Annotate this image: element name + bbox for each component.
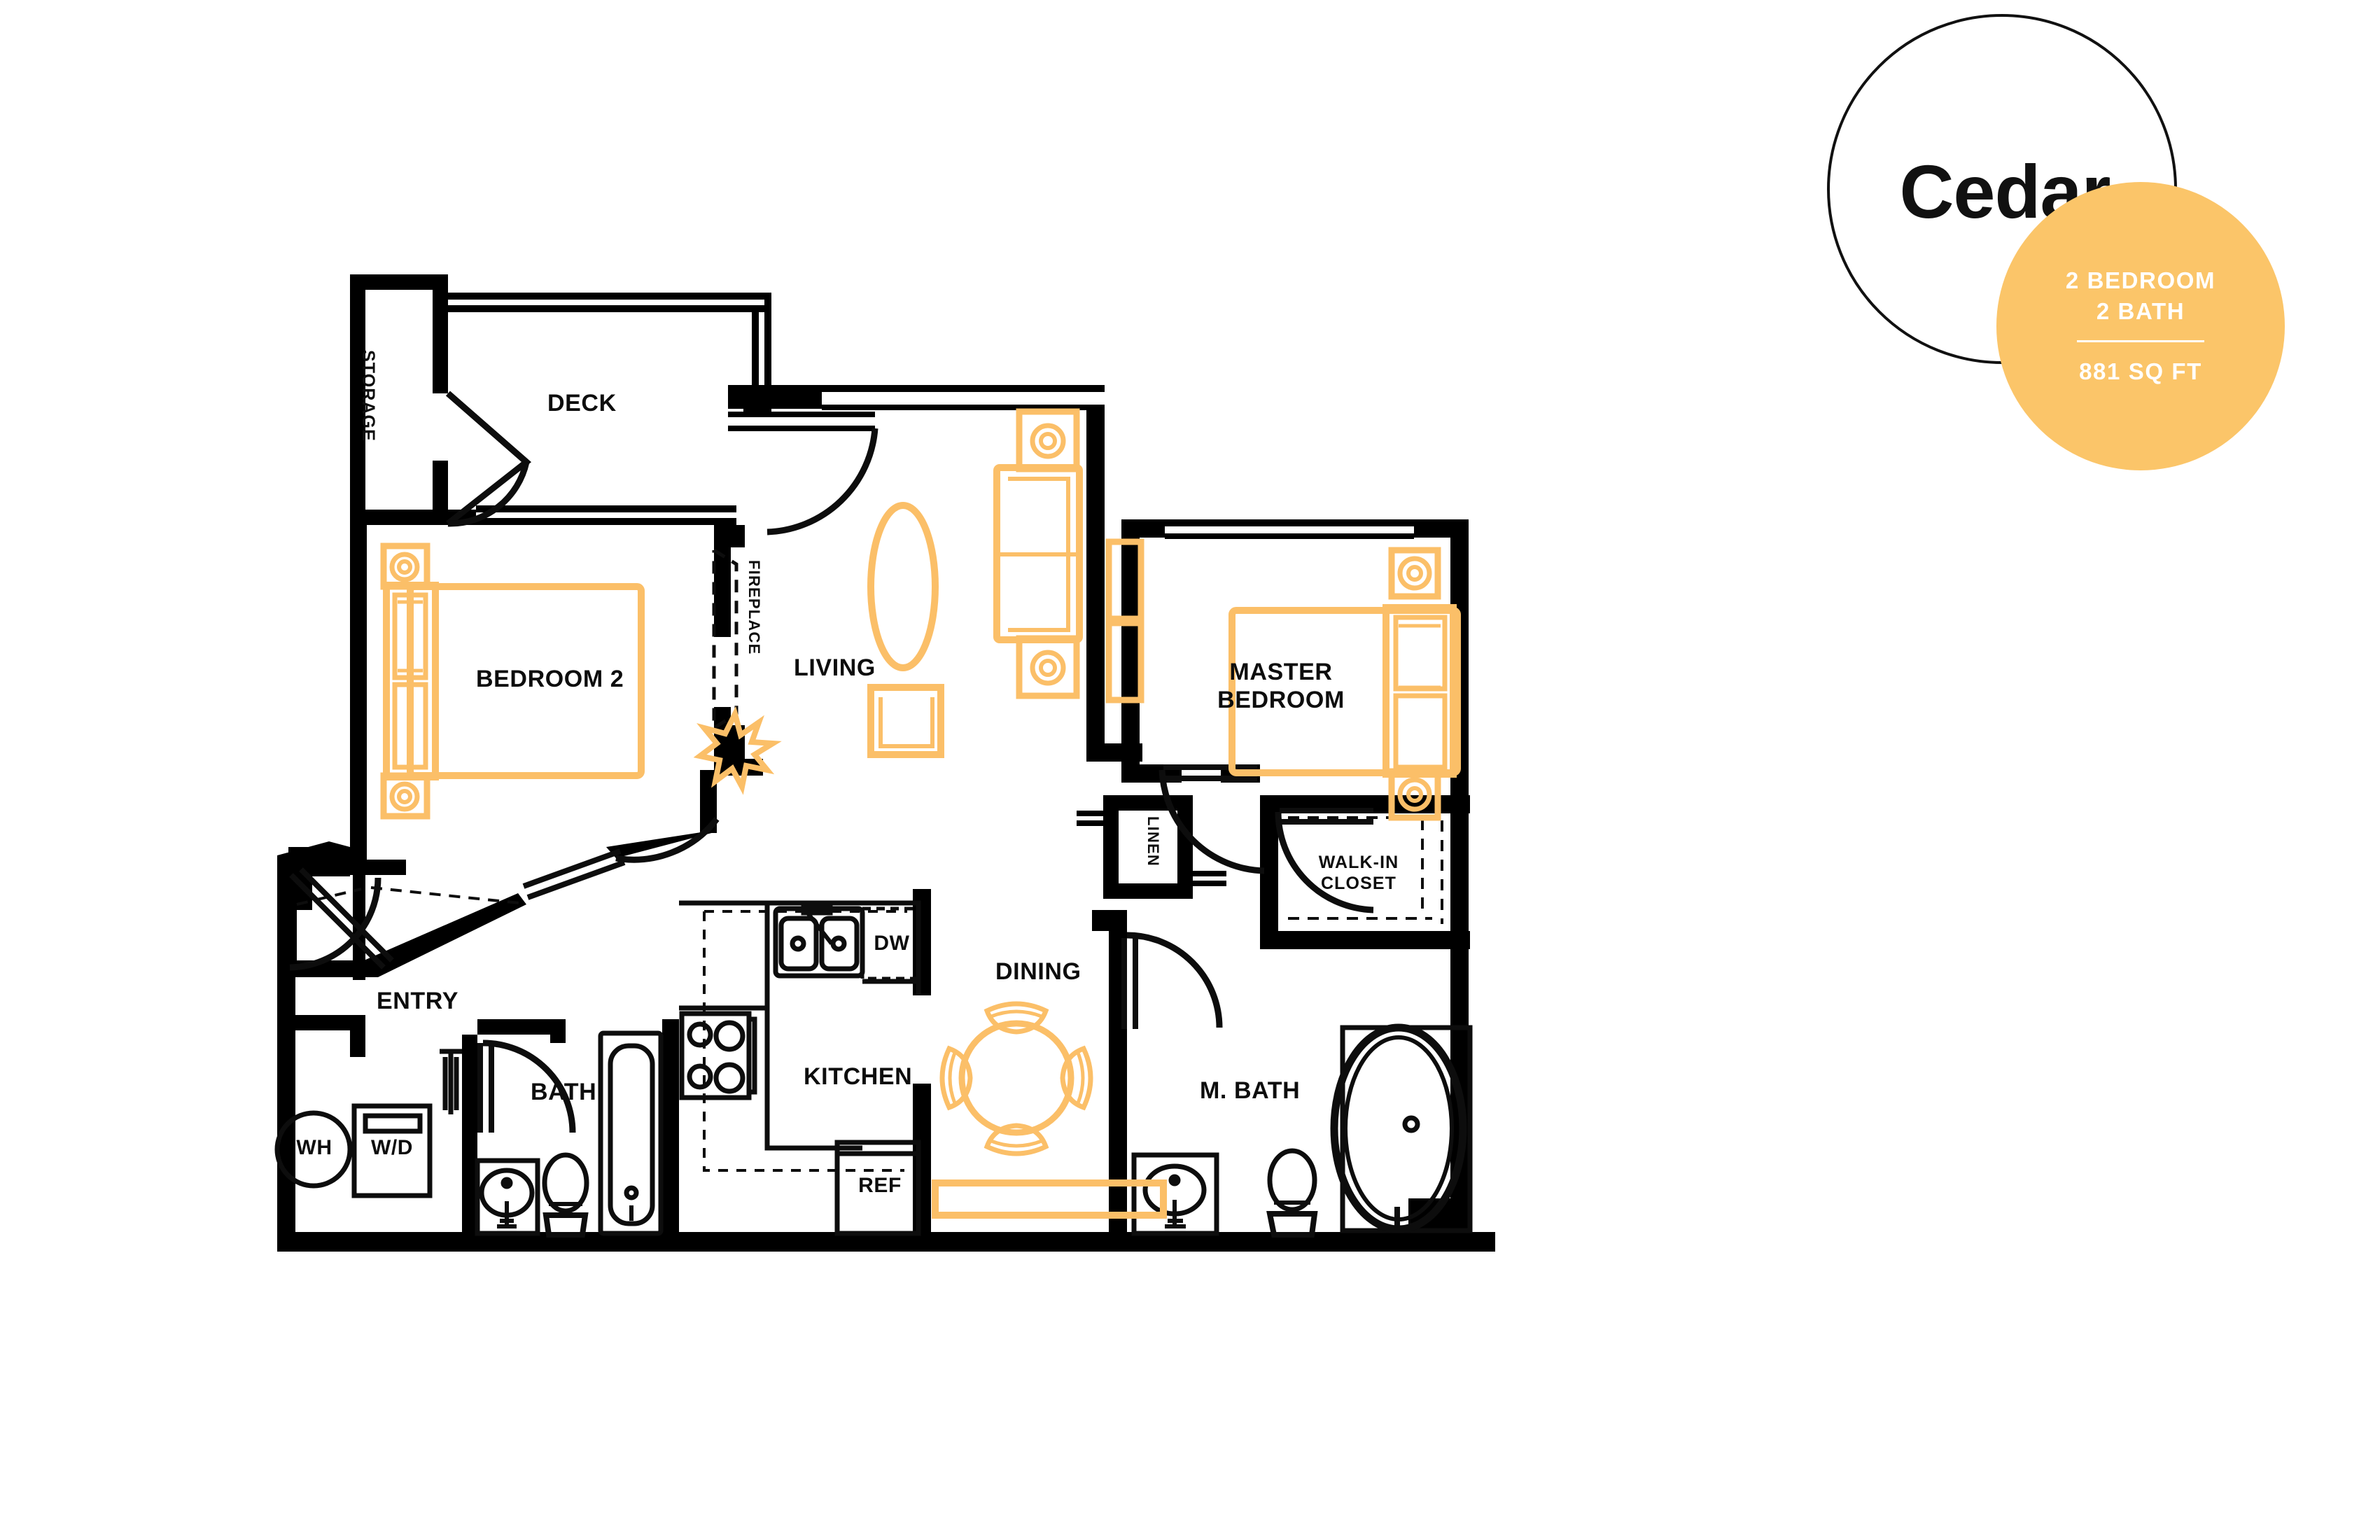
appliance-label-water-heater: WH (296, 1136, 332, 1159)
living-sofa (993, 464, 1083, 643)
range-cooktop-icon (679, 1011, 757, 1100)
furniture-layer (380, 408, 1461, 1219)
plan-spec-badge: 2 BEDROOM 2 BATH 881 SQ FT (1996, 182, 2285, 470)
badge-divider (2077, 340, 2204, 343)
dishwasher-icon (860, 906, 920, 984)
room-label-bedroom2: BEDROOM 2 (476, 666, 624, 692)
room-label-storage: STORAGE (358, 350, 378, 442)
fireplace-plant (693, 706, 782, 795)
refrigerator-icon (834, 1140, 921, 1236)
plan-badge: Cedar 2 BEDROOM 2 BATH 881 SQ FT (1827, 14, 2345, 574)
door-layer (289, 391, 1374, 1133)
living-side-table-lower (1016, 635, 1080, 699)
bedroom-count-label: 2 BEDROOM (2065, 267, 2216, 294)
room-label-living: LIVING (794, 654, 876, 681)
bedroom2-nightstand-lower (380, 772, 430, 820)
living-console (1105, 538, 1144, 704)
dining-round-table (939, 1001, 1093, 1156)
appliance-label-washer-dryer: W/D (370, 1136, 414, 1159)
room-label-dining: DINING (995, 958, 1082, 985)
appliance-label-dishwasher: DW (874, 932, 910, 955)
shelving-layer (296, 816, 1443, 924)
room-label-fireplace: FIREPLACE (746, 560, 763, 655)
room-label-kitchen: KITCHEN (804, 1063, 913, 1090)
wall-layer (277, 274, 1495, 1252)
kitchen-counter (679, 900, 921, 1151)
bath-fixtures (440, 1030, 664, 1238)
master-nightstand-upper (1388, 547, 1441, 600)
room-label-entry: ENTRY (377, 988, 458, 1014)
kitchen-counter-dashed (703, 910, 907, 1172)
window-infill-layer (448, 300, 1414, 533)
room-label-walk-in-closet: WALK-IN CLOSET (1318, 853, 1399, 893)
kitchen-sink-icon (773, 902, 865, 979)
room-label-m-bath: M. BATH (1200, 1077, 1301, 1104)
living-coffee-table (867, 502, 939, 671)
mbath-fixtures (1131, 1023, 1473, 1238)
appliance-label-refrigerator: REF (858, 1174, 902, 1197)
living-side-table-upper (1016, 408, 1080, 472)
master-nightstand-lower (1388, 768, 1441, 821)
laundry-appliances (274, 1103, 433, 1198)
bath-count-label: 2 BATH (2096, 298, 2185, 324)
room-label-deck: DECK (547, 390, 617, 416)
room-label-linen: LINEN (1144, 816, 1162, 867)
bedroom2-nightstand-upper (380, 542, 430, 590)
room-label-bath: BATH (531, 1079, 597, 1105)
square-footage-label: 881 SQ FT (2079, 358, 2202, 385)
dining-sideboard (932, 1180, 1167, 1219)
living-armchair (867, 684, 944, 758)
room-label-master-bedroom: MASTER BEDROOM (1217, 659, 1345, 714)
